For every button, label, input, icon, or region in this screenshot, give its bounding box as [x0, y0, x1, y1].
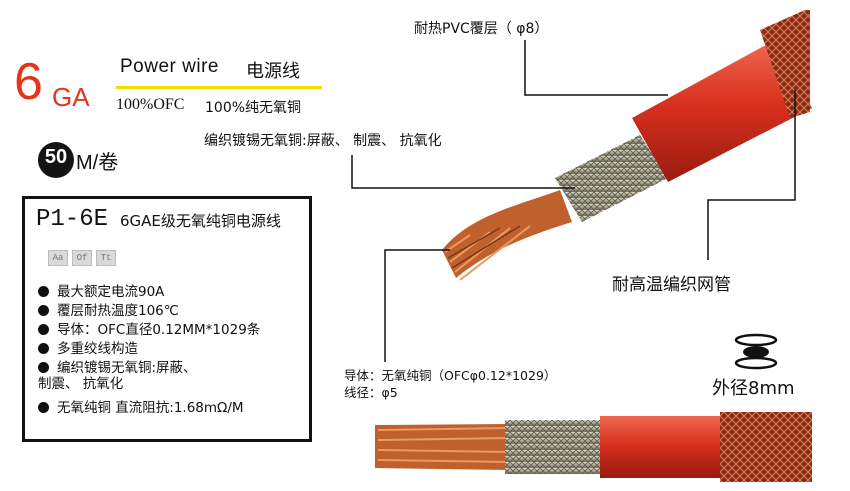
sleeve-callout: 耐高温编织网管	[612, 275, 731, 295]
wire-diameter-callout: 线径：φ5	[344, 385, 398, 400]
tinned-braid-shield	[555, 135, 668, 222]
upper-cable	[442, 10, 812, 281]
conductor-callout: 导体：无氧纯铜（OFCφ0.12*1029）	[344, 368, 557, 383]
material-label-en: 100%OFC	[116, 96, 185, 113]
feature-text: 编织镀锡无氧铜:屏蔽、	[57, 360, 197, 376]
model-description: 6GAE级无氧纯铜电源线	[120, 212, 281, 230]
gauge-unit: GA	[52, 82, 90, 112]
tinned-braid-shield	[505, 420, 605, 474]
title-underline	[116, 86, 322, 89]
outer-diameter-label: 外径8mm	[712, 378, 795, 399]
model-number: P1-6E	[36, 206, 109, 233]
pvc-jacket	[632, 40, 812, 182]
feature-item: 覆层耐热温度106℃	[38, 303, 179, 319]
badge-aa: Aa	[48, 250, 68, 266]
braid-callout: 编织镀锡无氧铜:屏蔽、 制震、 抗氧化	[204, 133, 442, 149]
copper-strands	[375, 424, 510, 470]
coil-length-unit: M/卷	[76, 152, 119, 174]
product-title-en: Power wire	[120, 56, 219, 77]
braided-sleeve	[760, 10, 810, 118]
feature-item: 多重绞线构造	[38, 341, 138, 357]
feature-text-continued: 制震、 抗氧化	[38, 376, 124, 392]
feature-text: 最大额定电流90A	[57, 284, 165, 300]
feature-item: 最大额定电流90A	[38, 284, 164, 300]
feature-item: 无氧纯铜 直流阻抗:1.68mΩ/M	[38, 400, 244, 416]
jacket-callout: 耐热PVC覆层（ φ8）	[414, 21, 549, 37]
feature-text: 覆层耐热温度106℃	[57, 303, 179, 319]
cross-section-icon	[734, 333, 778, 370]
coil-length-number: 50	[44, 146, 68, 168]
spec-box	[22, 196, 312, 442]
feature-text: 多重绞线构造	[57, 341, 138, 357]
bullet-icon	[38, 324, 49, 335]
bullet-icon	[38, 362, 49, 373]
lower-cable	[375, 412, 812, 482]
bullet-icon	[38, 305, 49, 316]
bullet-icon	[38, 402, 49, 413]
feature-text: 导体：OFC直径0.12MM*1029条	[57, 322, 261, 338]
pvc-jacket	[600, 416, 725, 478]
badge-tt: Tt	[96, 250, 116, 266]
copper-strands	[442, 190, 572, 281]
callout-leaders	[351, 40, 796, 362]
braided-sleeve	[720, 412, 812, 482]
badge-of: Of	[72, 250, 92, 266]
material-label-cn: 100%纯无氧铜	[205, 100, 302, 116]
bullet-icon	[38, 286, 49, 297]
feature-item: 编织镀锡无氧铜:屏蔽、制震、 抗氧化	[38, 360, 197, 392]
feature-text: 无氧纯铜 直流阻抗:1.68mΩ/M	[57, 400, 244, 416]
gauge-number: 6	[14, 53, 43, 111]
coil-length-circle	[38, 142, 74, 178]
bullet-icon	[38, 343, 49, 354]
product-title-cn: 电源线	[246, 61, 300, 82]
feature-item: 导体：OFC直径0.12MM*1029条	[38, 322, 260, 338]
